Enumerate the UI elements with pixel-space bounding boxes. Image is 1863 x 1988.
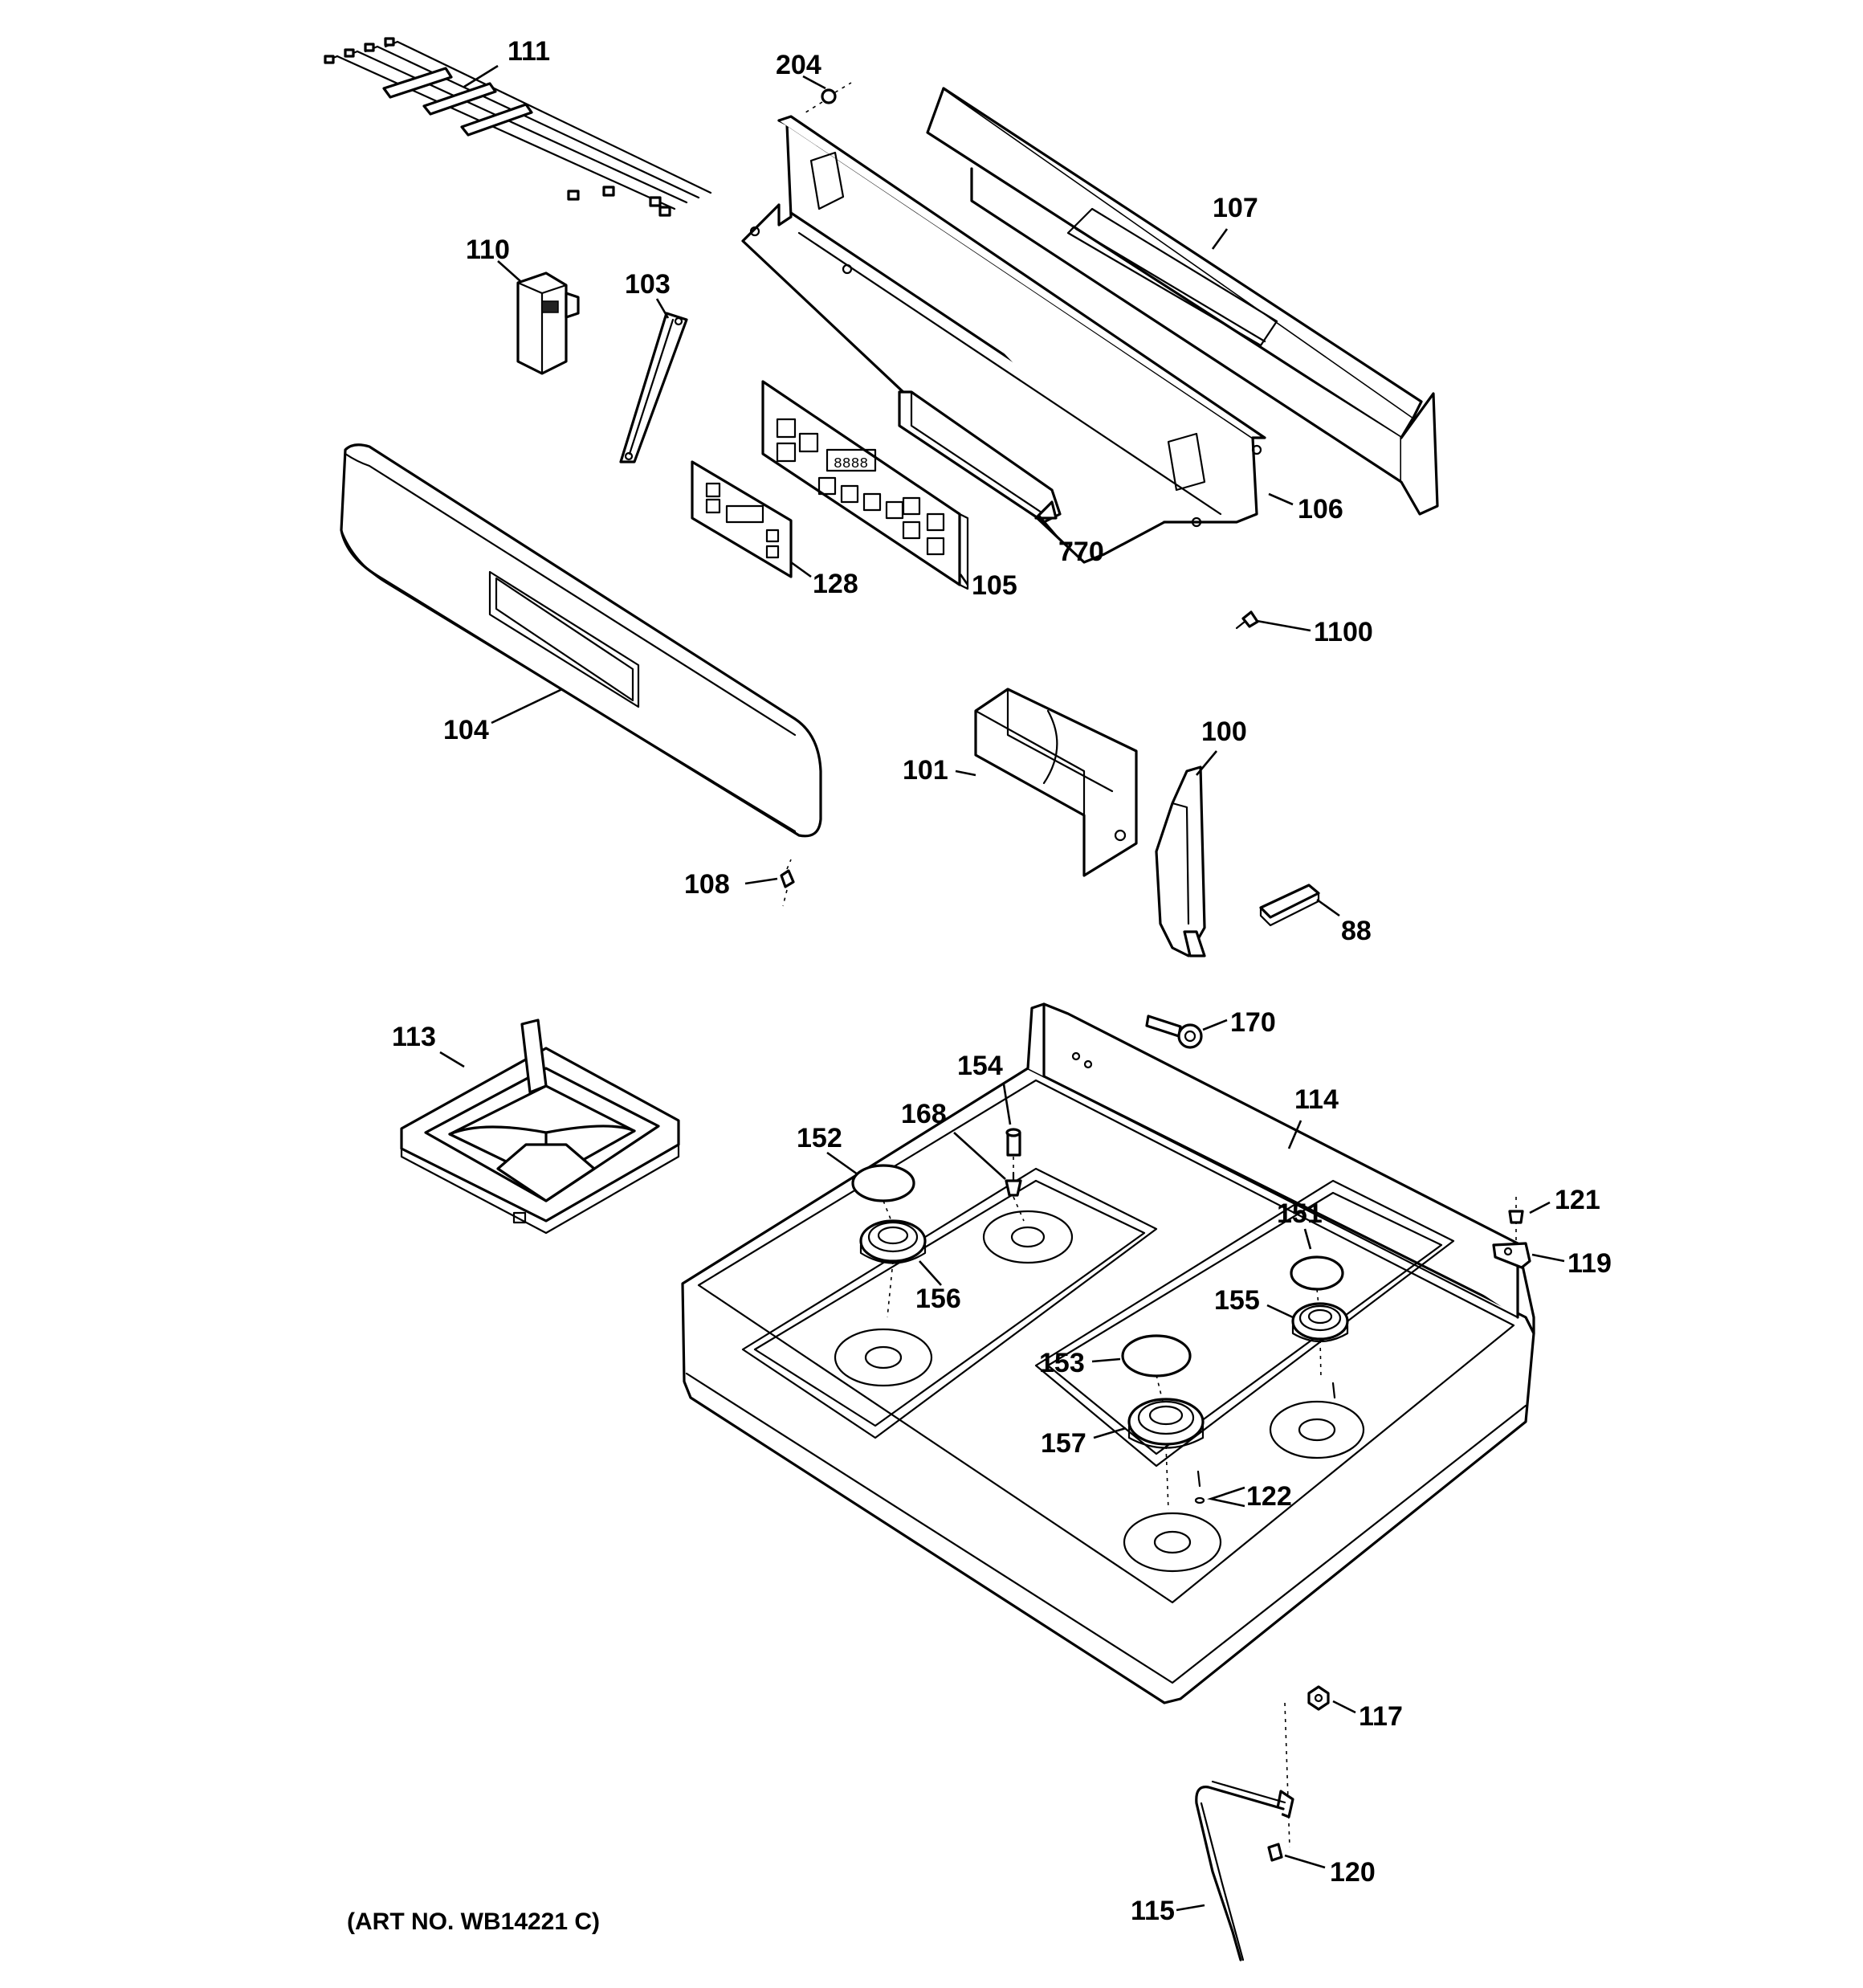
art-number: (ART NO. WB14221 C) <box>347 1908 600 1935</box>
orifice-154 <box>1005 1128 1021 1157</box>
callout-770: 770 <box>1058 537 1104 567</box>
screw-170 <box>1145 1014 1203 1049</box>
callout-1100: 1100 <box>1314 617 1373 647</box>
callout-128: 128 <box>813 569 858 599</box>
callout-111: 111 <box>508 36 550 67</box>
callout-88: 88 <box>1341 916 1372 946</box>
backguard-104 <box>340 443 822 838</box>
callout-101: 101 <box>903 755 948 786</box>
screw-121 <box>1508 1210 1524 1224</box>
callout-157: 157 <box>1041 1428 1086 1459</box>
orifice-168 <box>1005 1171 1022 1197</box>
callout-103: 103 <box>625 269 671 300</box>
wire-harness-111 <box>324 37 712 217</box>
burner-grate-113 <box>400 1018 680 1235</box>
callout-labels: 111 204 107 110 103 106 770 128 105 1100… <box>392 36 1612 1926</box>
callout-119: 119 <box>1567 1248 1612 1279</box>
leader-lines <box>439 64 1565 1912</box>
callout-117: 117 <box>1359 1701 1403 1732</box>
callout-105: 105 <box>972 570 1017 601</box>
clip-88 <box>1259 884 1320 927</box>
rear-cover-107 <box>926 87 1439 516</box>
bracket-770 <box>898 390 1062 524</box>
callout-100: 100 <box>1201 716 1247 747</box>
screw-204 <box>802 82 852 115</box>
cap-152 <box>851 1164 915 1202</box>
callout-110: 110 <box>466 235 510 265</box>
shield-101 <box>974 688 1138 877</box>
callout-155: 155 <box>1214 1285 1260 1316</box>
callout-154: 154 <box>957 1051 1003 1081</box>
callout-151: 151 <box>1277 1198 1323 1229</box>
control-board-105: 8888 <box>761 380 969 590</box>
strap-103 <box>619 312 688 463</box>
callout-114: 114 <box>1294 1084 1339 1115</box>
callout-153: 153 <box>1039 1348 1085 1378</box>
cap-151 <box>1290 1255 1344 1291</box>
head-155 <box>1291 1302 1349 1342</box>
screw-1100 <box>1235 610 1259 630</box>
relay-box-110 <box>516 271 580 375</box>
bracket-100 <box>1155 765 1206 957</box>
overlay-128 <box>691 460 793 578</box>
rod-115 <box>1195 1780 1294 1961</box>
callout-152: 152 <box>797 1123 842 1153</box>
callout-120: 120 <box>1330 1857 1376 1888</box>
nut-117 <box>1307 1685 1330 1711</box>
screw-120 <box>1267 1843 1283 1862</box>
callout-113: 113 <box>392 1022 436 1052</box>
callout-108: 108 <box>684 869 730 900</box>
head-156 <box>859 1219 927 1264</box>
callout-156: 156 <box>915 1284 961 1314</box>
svg-text:8888: 8888 <box>834 456 868 472</box>
cooktop-114 <box>681 1002 1535 1704</box>
cap-153 <box>1121 1334 1192 1378</box>
head-157 <box>1127 1398 1205 1449</box>
backguard-bracket-106 <box>741 115 1266 564</box>
screw-108 <box>780 859 795 907</box>
orifice-122 <box>1194 1382 1336 1504</box>
callout-122: 122 <box>1246 1481 1292 1512</box>
callout-107: 107 <box>1213 193 1258 223</box>
callout-115: 115 <box>1131 1896 1175 1926</box>
callout-104: 104 <box>443 715 489 745</box>
callout-168: 168 <box>901 1099 947 1129</box>
callout-106: 106 <box>1298 494 1343 525</box>
callout-121: 121 <box>1555 1185 1600 1215</box>
callout-170: 170 <box>1230 1007 1276 1038</box>
callout-204: 204 <box>776 50 821 80</box>
bracket-119 <box>1492 1242 1531 1269</box>
alignment-lines <box>883 1157 1517 1848</box>
